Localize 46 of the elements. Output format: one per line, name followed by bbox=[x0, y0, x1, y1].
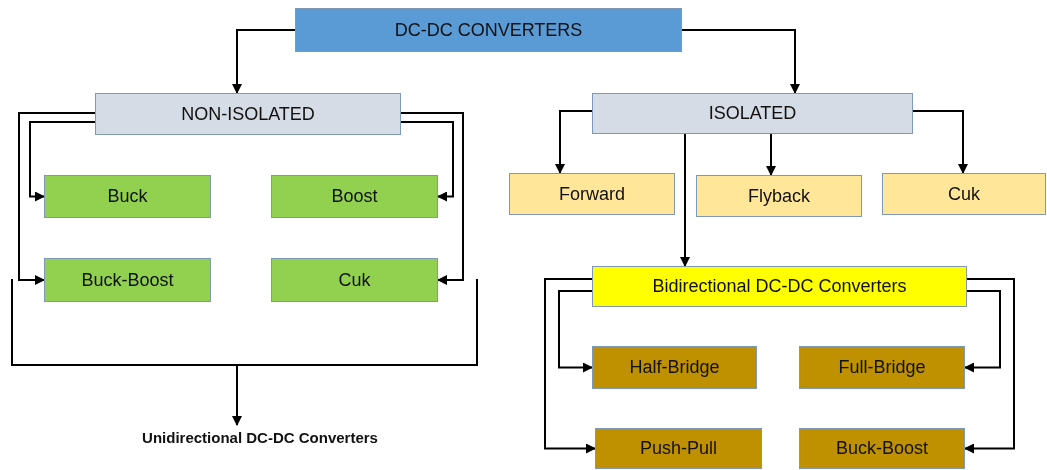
converter-box bbox=[592, 346, 757, 389]
category-box bbox=[592, 93, 913, 134]
arrow bbox=[766, 133, 776, 176]
node-label: NON-ISOLATED bbox=[181, 103, 315, 125]
arrow bbox=[544, 278, 596, 454]
node-label: Cuk bbox=[948, 183, 980, 205]
arrow bbox=[555, 110, 593, 174]
node-label: Bidirectional DC-DC Converters bbox=[652, 276, 907, 297]
title-box bbox=[295, 8, 682, 52]
converter-box bbox=[696, 175, 862, 217]
converter-box bbox=[595, 428, 762, 469]
arrow bbox=[964, 278, 1015, 454]
converter-box bbox=[882, 173, 1046, 215]
node-label: Cuk bbox=[338, 269, 371, 291]
arrow bbox=[681, 29, 800, 94]
converter-box bbox=[271, 258, 438, 302]
node-label: Flyback bbox=[748, 185, 810, 207]
arrow bbox=[912, 110, 968, 174]
category-box bbox=[592, 266, 967, 307]
arrow bbox=[964, 290, 1001, 373]
node-label: DC-DC CONVERTERS bbox=[394, 19, 583, 41]
node-label: Half-Bridge bbox=[629, 357, 720, 378]
node-label: Buck-Boost bbox=[835, 438, 928, 459]
arrow bbox=[558, 290, 593, 373]
converter-box bbox=[271, 175, 438, 218]
node-label: ISOLATED bbox=[708, 103, 797, 124]
arrow bbox=[400, 121, 454, 202]
node-label: Boost bbox=[331, 186, 378, 207]
node-label: Full-Bridge bbox=[838, 357, 926, 378]
converter-box bbox=[509, 173, 675, 215]
arrow bbox=[232, 29, 296, 94]
arrow bbox=[232, 365, 242, 426]
converter-box bbox=[44, 175, 211, 218]
caption-text: Unidirectional DC-DC Converters bbox=[142, 428, 378, 446]
arrow bbox=[400, 112, 464, 285]
node-label: Push-Pull bbox=[639, 438, 717, 459]
converter-box bbox=[44, 258, 211, 302]
arrow bbox=[18, 112, 96, 285]
arrow bbox=[680, 133, 690, 267]
category-box bbox=[95, 93, 401, 135]
converter-box bbox=[799, 346, 965, 389]
arrow bbox=[29, 121, 96, 202]
node-label: Buck bbox=[107, 186, 148, 207]
node-label: Forward bbox=[559, 183, 625, 205]
node-label: Buck-Boost bbox=[81, 269, 174, 291]
converter-box bbox=[799, 428, 965, 469]
